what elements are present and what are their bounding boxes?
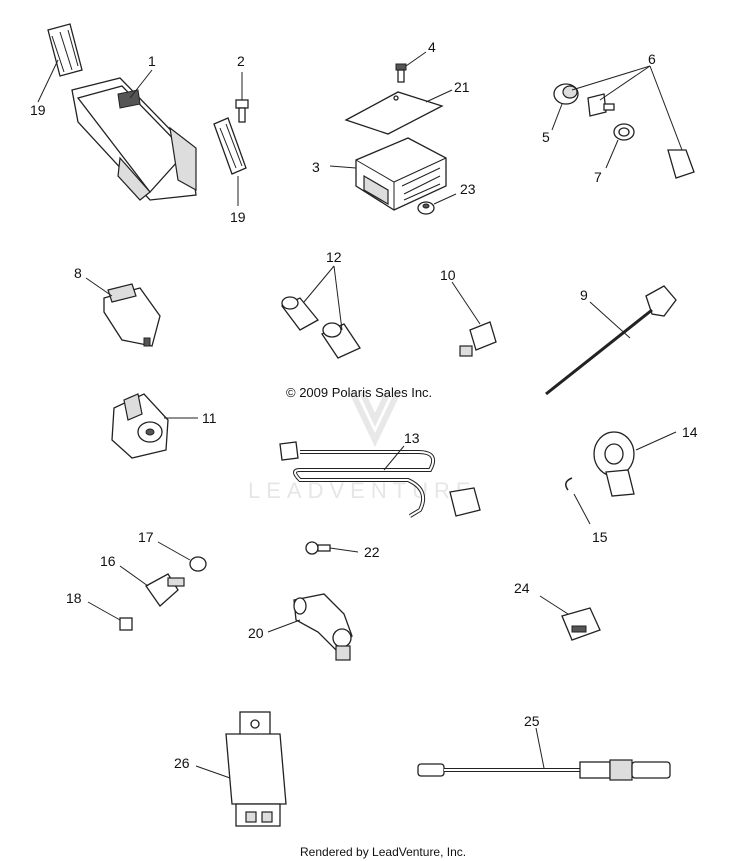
callout-25: 25 [524,713,540,729]
watermark: LEADVENTURE [248,390,477,503]
callout-8: 8 [74,265,82,281]
callout-18: 18 [66,590,82,606]
callout-23: 23 [460,181,476,197]
watermark-text: LEADVENTURE [248,478,477,503]
callout-20: 20 [248,625,264,641]
part-9-sensor-wire [545,285,677,396]
part-25-cable [417,727,671,781]
callout-6: 6 [648,51,656,67]
part-16-speed-sensor [119,565,185,607]
callout-15: 15 [592,529,608,545]
callout-17: 17 [138,529,154,545]
part-21-cover-plate [344,89,453,135]
part-23-grommet [417,193,457,215]
footer-text: Rendered by LeadVenture, Inc. [300,845,466,859]
part-22-screw [305,541,359,555]
part-7-washer [605,123,635,169]
callout-12: 12 [326,249,342,265]
callout-21: 21 [454,79,470,95]
part-19-bracket-top [37,23,83,103]
part-5-sensor [551,83,579,131]
callout-13: 13 [404,430,420,446]
callout-14: 14 [682,424,698,440]
part-8-map-sensor [85,277,161,347]
part-15-clip [565,477,591,525]
part-11-throttle-sensor [111,393,198,459]
callout-5: 5 [542,129,550,145]
callout-9: 9 [580,287,588,303]
callout-16: 16 [100,553,116,569]
part-2-bolt [235,72,249,123]
part-1-ecu [71,69,197,201]
part-24-switch [539,595,601,641]
copyright-text: © 2009 Polaris Sales Inc. [286,385,432,400]
callout-10: 10 [440,267,456,283]
callout-22: 22 [364,544,380,560]
part-26-relay [195,711,287,827]
callout-26: 26 [174,755,190,771]
part-18-bolt [87,601,133,631]
callout-3: 3 [312,159,320,175]
part-6-pickup [571,65,695,179]
part-19-bracket-mid [213,117,247,206]
callout-24: 24 [514,580,530,596]
part-3-module [329,137,447,211]
part-4-screw [395,51,427,83]
callout-4: 4 [428,39,436,55]
watermark-logo-icon [349,390,401,447]
callout-1: 1 [148,53,156,69]
part-20-regulator [267,593,353,661]
callout-11: 11 [202,410,217,426]
part-17-o-ring [157,541,207,572]
part-10-temp-sensor [451,281,497,357]
callout-19-top: 19 [30,102,46,118]
callout-2: 2 [237,53,245,69]
callout-19-mid: 19 [230,209,246,225]
callout-labels: 1 2 3 4 5 6 7 8 9 10 11 12 13 14 15 16 1… [30,39,698,771]
part-14-knock-sensor [593,431,677,497]
part-13-harness [279,441,481,518]
part-12-fuses [280,265,361,359]
callout-7: 7 [594,169,602,185]
